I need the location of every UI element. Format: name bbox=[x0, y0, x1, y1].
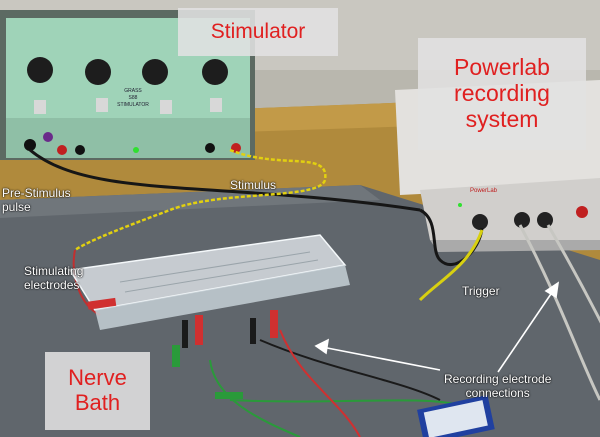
output-terminal bbox=[576, 206, 588, 218]
stimulator-knob bbox=[85, 59, 111, 85]
recording-clip-black bbox=[250, 318, 256, 344]
terminal-black bbox=[75, 145, 85, 155]
stimulator-switch bbox=[34, 100, 46, 114]
stimulating-lead bbox=[72, 249, 101, 316]
twisted-stimulus-cable bbox=[74, 148, 327, 252]
recording-clip-green bbox=[172, 345, 180, 367]
stimulator-model: S88 bbox=[129, 95, 138, 101]
bnc-connector bbox=[514, 212, 530, 228]
indicator-light bbox=[133, 147, 139, 153]
stimulator-knob bbox=[142, 59, 168, 85]
terminal-black bbox=[205, 143, 215, 153]
nerve-bath bbox=[68, 234, 350, 330]
stimulator-brand: GRASS bbox=[124, 88, 142, 94]
bnc-connector bbox=[472, 214, 488, 230]
arrow-to-recording-electrodes bbox=[321, 346, 441, 371]
stimulator-switch bbox=[96, 98, 108, 112]
stimulator-knob bbox=[202, 59, 228, 85]
recording-clip-red bbox=[270, 310, 278, 338]
stimulator-callout: Stimulator bbox=[178, 8, 338, 56]
powerlab-callout: Powerlab recording system bbox=[418, 38, 586, 150]
recording-clip-red bbox=[195, 315, 203, 345]
recording-connections-annotation: Recording electrode connections bbox=[444, 372, 552, 401]
bnc-connector bbox=[537, 212, 553, 228]
trigger-cable-yellow bbox=[418, 229, 484, 302]
recording-cable bbox=[546, 224, 600, 324]
pre-stimulus-annotation: Pre-Stimulus pulse bbox=[2, 186, 71, 215]
recording-lead-red bbox=[279, 329, 361, 437]
powerlab-front bbox=[420, 178, 600, 240]
stimulating-clip bbox=[87, 297, 117, 310]
recording-cable bbox=[518, 224, 600, 401]
stimulating-electrodes-annotation: Stimulating electrodes bbox=[24, 264, 84, 293]
stimulator-switch bbox=[160, 100, 172, 114]
recording-lead-green bbox=[229, 399, 461, 406]
status-light bbox=[458, 203, 462, 207]
terminal-black bbox=[24, 139, 36, 151]
terminal-purple bbox=[43, 132, 53, 142]
arrow-to-connections bbox=[497, 287, 556, 373]
trigger-annotation: Trigger bbox=[462, 284, 500, 298]
stimulus-annotation: Stimulus bbox=[230, 178, 277, 192]
recording-clip-black bbox=[182, 320, 188, 348]
recording-lead-black bbox=[259, 339, 441, 401]
stimulator-knob bbox=[27, 57, 53, 83]
powerlab-brand: PowerLab bbox=[470, 188, 498, 194]
stimulator-word: STIMULATOR bbox=[117, 102, 149, 108]
pre-stimulus-cable bbox=[29, 148, 421, 212]
annotation-arrows bbox=[314, 281, 560, 373]
nerve-bath-callout: Nerve Bath bbox=[45, 352, 150, 430]
terminal-red bbox=[57, 145, 67, 155]
recording-clip-green bbox=[215, 392, 243, 399]
stimulator-switch bbox=[210, 98, 222, 112]
recording-lead-green bbox=[209, 359, 301, 437]
